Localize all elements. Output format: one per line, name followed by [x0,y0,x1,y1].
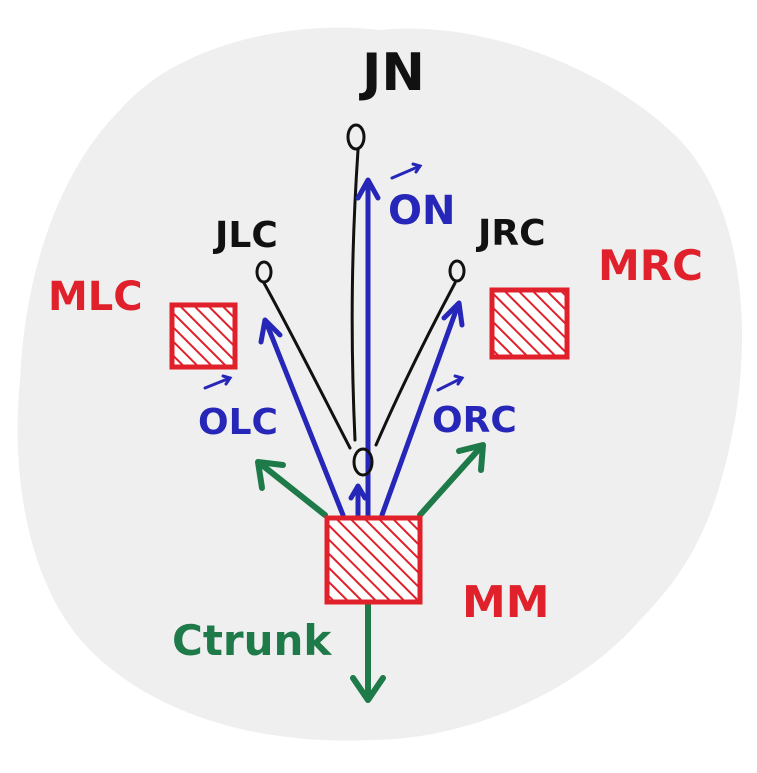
label-joint-neck: JN [359,43,425,103]
joint-root-marker [352,447,374,477]
joint-left-clavicle-marker [255,260,273,284]
label-joint-right-clavicle: JRC [475,213,546,254]
background-blob [17,27,743,741]
label-mass-main: MM [462,577,550,628]
label-vector-arrows [203,162,465,392]
label-mass-left-clavicle: MLC [48,274,143,320]
bone-lines [262,148,457,450]
vector-trunk-down-head [350,675,386,703]
mass-main-box [324,515,423,605]
label-offset-right-clavicle: ORC [432,400,517,441]
vector-center-short-head [348,483,368,501]
vector-trunk-right-head [456,442,486,473]
label-mass-right-clavicle: MRC [598,241,703,290]
vector-trunk-left-head [255,459,286,491]
arrow-over-orc [436,376,464,392]
joint-neck-marker [346,123,366,151]
arrow-over-olc [203,376,232,390]
arrow-over-on-head [411,162,423,174]
vector-right-clavicle [379,302,461,518]
bone-right-clavicle [374,281,457,447]
label-offset-neck: ON [388,188,455,234]
bone-neck [350,148,360,442]
label-constraint-trunk: Ctrunk [172,616,332,665]
vector-trunk-left [259,462,328,518]
arrow-over-olc-head [221,374,233,386]
label-offset-left-clavicle: OLC [198,402,278,443]
mass-right-clavicle-box [489,287,570,360]
vector-trunk-right [417,445,483,518]
mass-left-clavicle-box [169,302,238,370]
arrow-over-on [390,164,422,180]
offset-vectors [258,177,465,518]
joint-markers [255,123,466,477]
bone-left-clavicle [262,281,352,450]
arrow-over-orc-head [453,374,465,386]
vector-neck-head [355,177,381,201]
joint-right-clavicle-marker [448,259,466,283]
constraint-vectors [255,442,486,703]
vector-left-clavicle [263,319,346,518]
vector-left-clavicle-head [258,317,283,345]
label-joint-left-clavicle: JLC [212,215,278,256]
vector-right-clavicle-head [441,300,465,328]
